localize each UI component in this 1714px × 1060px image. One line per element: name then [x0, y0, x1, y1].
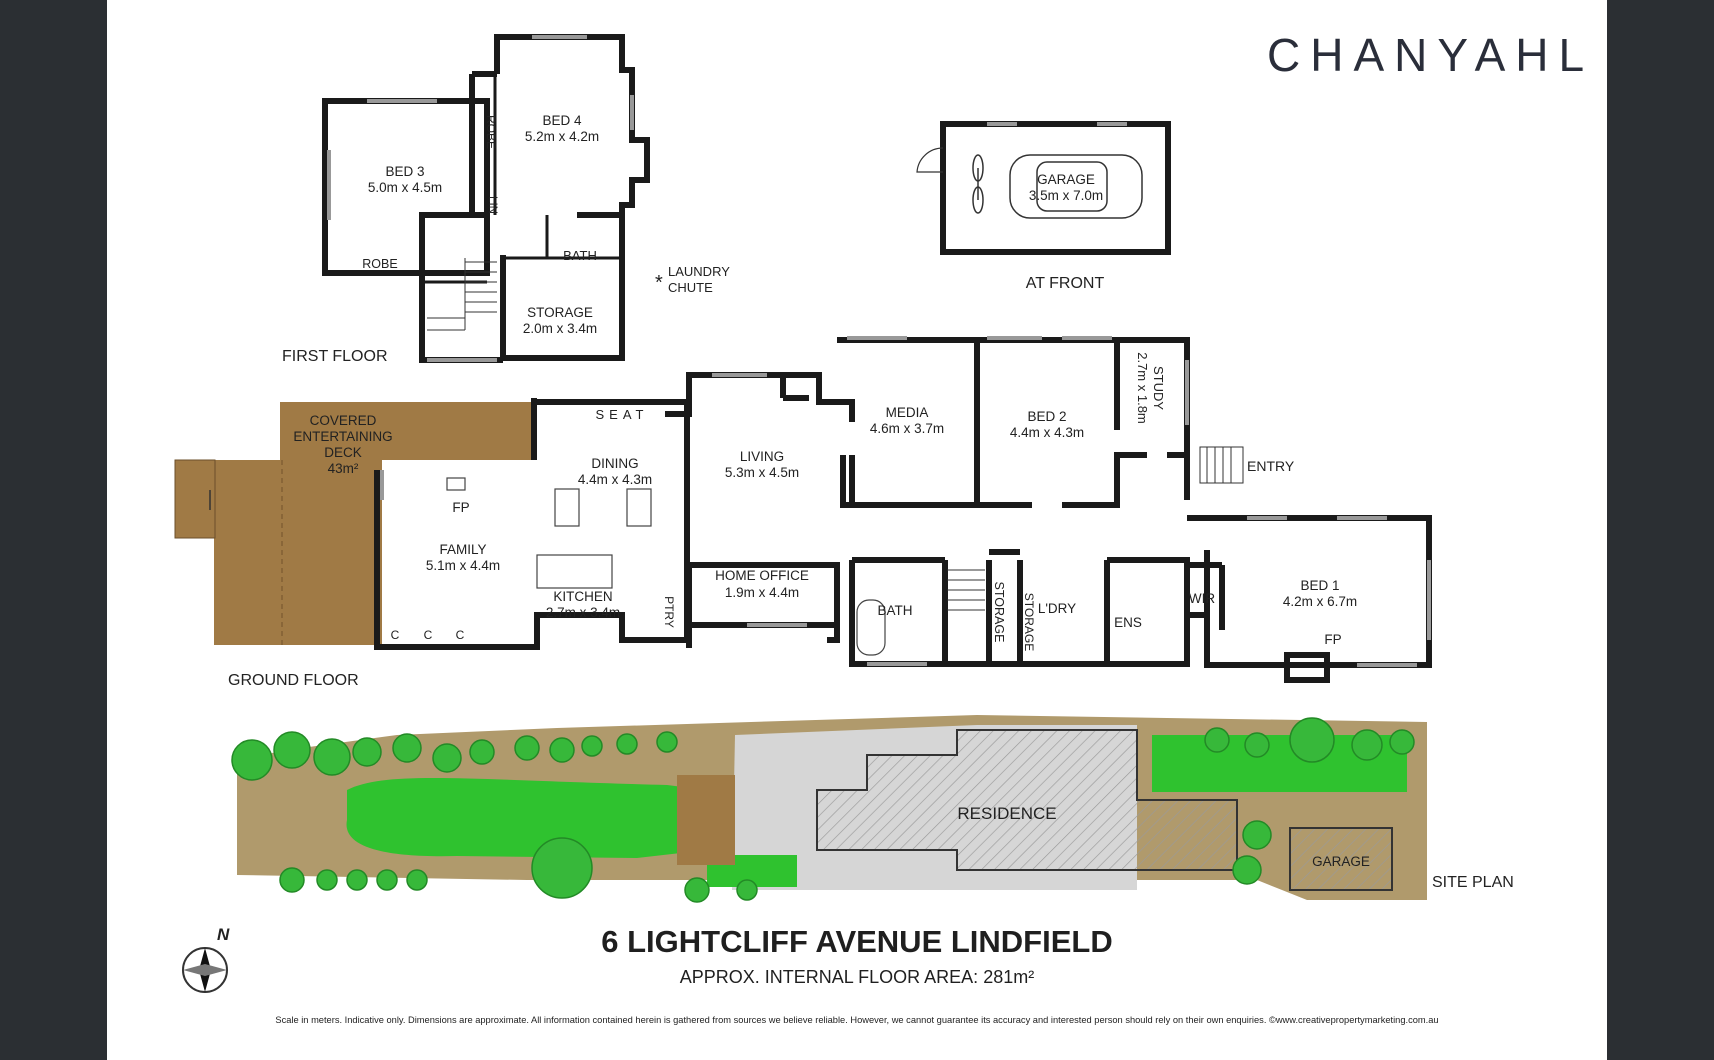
car-icon	[1009, 154, 1143, 219]
bathtub-icon	[856, 599, 886, 656]
cupboard-label-1: C	[391, 628, 400, 642]
pantry-label: PTRY	[662, 596, 676, 628]
robe-vertical-label: ROBE	[484, 115, 498, 149]
linen-label: LIN	[486, 196, 498, 214]
cupboard-label-3: C	[456, 628, 465, 642]
deck-area: 43m²	[328, 461, 359, 476]
ensuite-label: ENS	[1114, 615, 1142, 630]
laundry-chute-label-2: CHUTE	[668, 280, 713, 295]
home-office-label: HOME OFFICE	[715, 568, 809, 583]
storage-walls	[500, 215, 625, 361]
bed3-dims: 5.0m x 4.5m	[368, 180, 442, 195]
bed4-walls	[494, 34, 650, 218]
study-label: STUDY	[1151, 366, 1166, 410]
covered-deck	[175, 402, 532, 645]
ground-floor-plan	[174, 336, 1432, 683]
first-bath-label: BATH	[563, 248, 597, 263]
ground-floor-title: GROUND FLOOR	[228, 672, 359, 689]
cupboard-label-2: C	[424, 628, 433, 642]
north-arrow-icon	[182, 947, 228, 993]
media-dims: 4.6m x 3.7m	[870, 421, 944, 436]
ground-floor-windows	[380, 336, 1431, 667]
floor-plan-drawing: BED 3 5.0m x 4.5m BED 4 5.2m x 4.2m ROBE…	[174, 34, 1514, 993]
site-trees	[231, 717, 1415, 903]
garage-label: GARAGE	[1037, 172, 1095, 187]
first-storage-dims: 2.0m x 3.4m	[523, 321, 597, 336]
site-plan	[231, 715, 1427, 903]
media-label: MEDIA	[886, 405, 929, 420]
deck-label-line3: DECK	[324, 445, 362, 460]
floor-plan-sheet: CHANYAHL	[107, 0, 1607, 1060]
site-garage-label: GARAGE	[1312, 854, 1370, 869]
bed2-label: BED 2	[1027, 409, 1066, 424]
living-label: LIVING	[740, 449, 784, 464]
bed1-label: BED 1	[1300, 578, 1339, 593]
entry-label: ENTRY	[1247, 458, 1295, 474]
storage-label-1: STORAGE	[992, 582, 1006, 643]
bed4-dims: 5.2m x 4.2m	[525, 129, 599, 144]
walk-in-robe-label: WIR	[1189, 591, 1215, 606]
ground-floor-stairs	[947, 569, 985, 611]
robe-horizontal-label: ROBE	[362, 257, 397, 271]
first-floor-title: FIRST FLOOR	[282, 348, 388, 365]
stair-walls	[419, 212, 503, 363]
laundry-label: L'DRY	[1038, 601, 1076, 616]
bed3-label: BED 3	[385, 164, 424, 179]
site-residence-label: RESIDENCE	[957, 804, 1056, 823]
garage-plan	[916, 121, 1171, 255]
study-dims: 2.7m x 1.8m	[1135, 352, 1150, 424]
laundry-chute-label-1: LAUNDRY	[668, 264, 730, 279]
first-floor-stairs	[427, 258, 497, 331]
family-fireplace-label: FP	[452, 500, 469, 515]
bed1-fireplace-label: FP	[1324, 632, 1341, 647]
first-storage-label: STORAGE	[527, 305, 593, 320]
site-lawn-rear	[346, 778, 707, 858]
living-dims: 5.3m x 4.5m	[725, 465, 799, 480]
ground-bath-label: BATH	[877, 603, 912, 618]
home-office-dims: 1.9m x 4.4m	[725, 585, 799, 600]
deck-label-line2: ENTERTAINING	[293, 429, 392, 444]
kitchen-label: KITCHEN	[553, 589, 612, 604]
brand-logo: CHANYAHL	[1267, 29, 1595, 81]
north-label: N	[217, 925, 230, 944]
garage-dims: 3.5m x 7.0m	[1029, 188, 1103, 203]
property-address: 6 LIGHTCLIFF AVENUE LINDFIELD	[601, 924, 1113, 959]
dining-dims: 4.4m x 4.3m	[578, 472, 652, 487]
laundry-chute-asterisk: *	[655, 272, 663, 294]
deck-label-line1: COVERED	[310, 413, 377, 428]
bed2-dims: 4.4m x 4.3m	[1010, 425, 1084, 440]
dining-label: DINING	[591, 456, 638, 471]
bicycle-icon	[972, 154, 984, 214]
family-label: FAMILY	[439, 542, 486, 557]
family-dims: 5.1m x 4.4m	[426, 558, 500, 573]
seat-label: SEAT	[596, 407, 649, 422]
first-floor-windows	[327, 35, 634, 362]
site-plan-title: SITE PLAN	[1432, 874, 1514, 891]
kitchen-dims: 2.7m x 3.4m	[546, 605, 620, 620]
entry-steps	[1199, 446, 1244, 484]
site-residence	[816, 729, 1238, 871]
site-garage	[1289, 827, 1393, 891]
bed1-dims: 4.2m x 6.7m	[1283, 594, 1357, 609]
garage-location-note: AT FRONT	[1026, 275, 1105, 292]
storage-label-2: STORAGE	[1022, 593, 1036, 651]
kitchen-island	[446, 477, 652, 589]
bed4-label: BED 4	[542, 113, 582, 128]
disclaimer-text: Scale in meters. Indicative only. Dimens…	[275, 1015, 1439, 1025]
floor-area: APPROX. INTERNAL FLOOR AREA: 281m²	[679, 967, 1035, 987]
